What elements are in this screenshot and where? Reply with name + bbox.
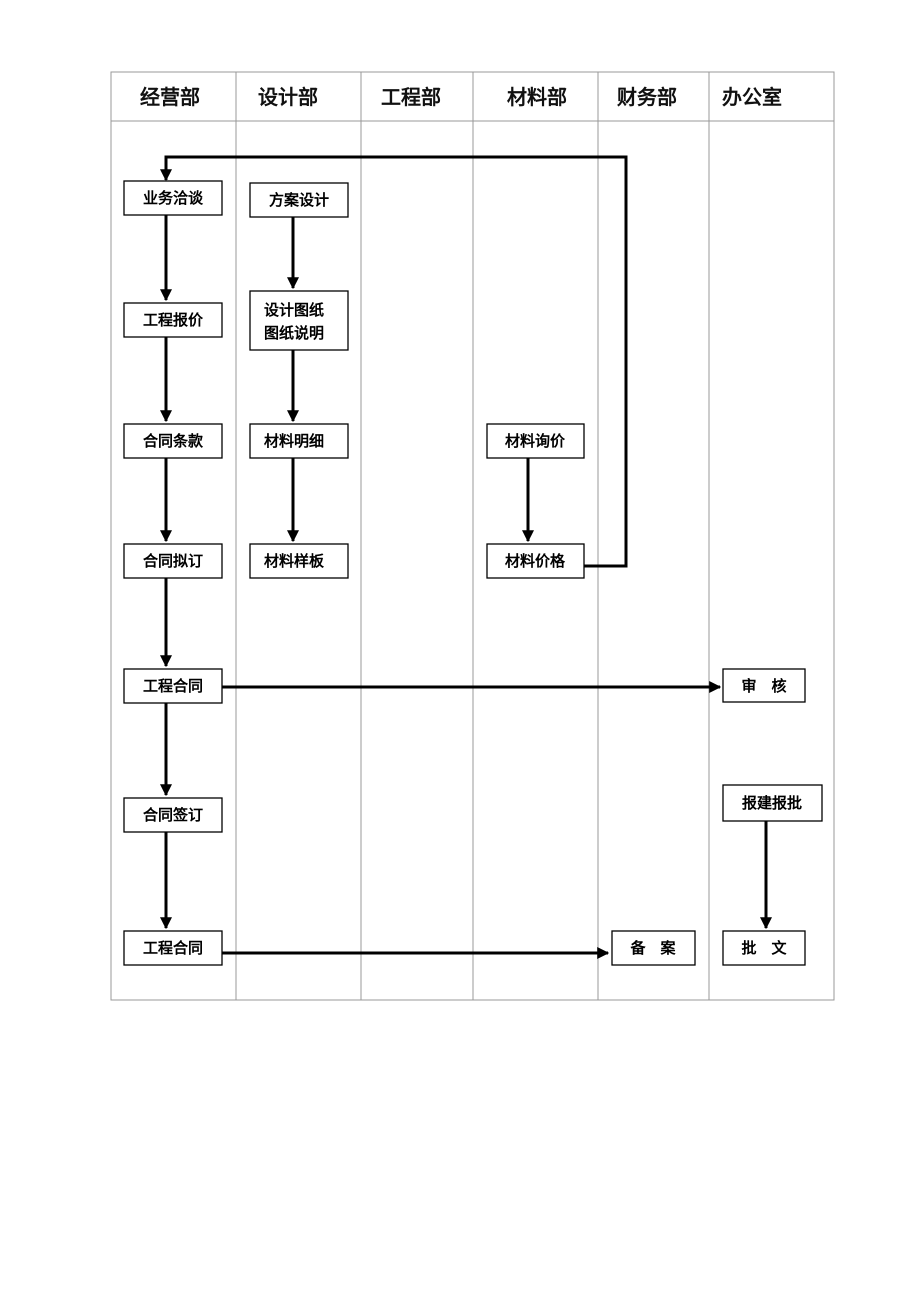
lane-header-cailiao: 材料部	[507, 85, 567, 109]
node-box-jy1	[123, 180, 223, 216]
node-box-bg3	[722, 930, 806, 966]
node-label-sj3: 材料明细	[264, 432, 324, 450]
node-label-jy7: 工程合同	[143, 939, 203, 957]
node-label-jy5: 工程合同	[143, 677, 203, 695]
lane-header-bangongshi: 办公室	[722, 85, 782, 109]
node-label-sj2-line1: 设计图纸	[264, 301, 324, 319]
node-label-jy4: 合同拟订	[142, 552, 203, 570]
node-label-bg1: 审 核	[741, 677, 786, 695]
node-box-sj3	[249, 423, 349, 459]
node-label-sj1: 方案设计	[269, 191, 329, 209]
lane-header-caiwu: 财务部	[617, 85, 677, 109]
lane-header-jingying: 经营部	[140, 85, 200, 109]
node-box-jy2	[123, 302, 223, 338]
node-label-jy6: 合同签订	[142, 806, 203, 824]
node-box-jy6	[123, 797, 223, 833]
node-box-sj2	[249, 290, 349, 351]
lane-header-sheji: 设计部	[258, 85, 318, 109]
lane-grid	[110, 71, 835, 1001]
node-box-bg2	[722, 784, 823, 822]
node-box-jy5	[123, 668, 223, 704]
node-box-cl2	[486, 543, 585, 579]
lane-headers: 经营部 设计部 工程部 材料部 财务部 办公室	[140, 85, 782, 109]
node-box-sj1	[249, 182, 349, 218]
node-label-bg2: 报建报批	[742, 794, 802, 812]
node-label-sj2-line2: 图纸说明	[264, 324, 324, 342]
lane-header-gongcheng: 工程部	[381, 85, 441, 109]
connectors	[160, 155, 772, 959]
node-label-cl1: 材料询价	[505, 432, 566, 450]
node-label-cw1: 备 案	[629, 939, 676, 957]
node-label-sj4: 材料样板	[264, 552, 325, 570]
node-label-cl2: 材料价格	[505, 552, 566, 570]
node-label-jy1: 业务洽谈	[143, 189, 204, 207]
node-box-cl1	[486, 423, 585, 459]
node-label-jy3: 合同条款	[142, 432, 204, 450]
node-label-bg3: 批 文	[741, 939, 787, 957]
node-box-bg1	[722, 668, 806, 703]
arrow-cl2-loop-jy1	[160, 155, 628, 568]
node-label-jy2: 工程报价	[143, 311, 204, 329]
node-box-jy3	[123, 423, 223, 459]
node-box-sj4	[249, 543, 349, 579]
node-box-jy4	[123, 543, 223, 579]
nodes: 业务洽谈 工程报价 合同条款 合同拟订 工程合同 合同签订 工程合同 方案设计 …	[123, 180, 823, 966]
node-box-jy7	[123, 930, 223, 966]
node-box-cw1	[611, 930, 696, 966]
